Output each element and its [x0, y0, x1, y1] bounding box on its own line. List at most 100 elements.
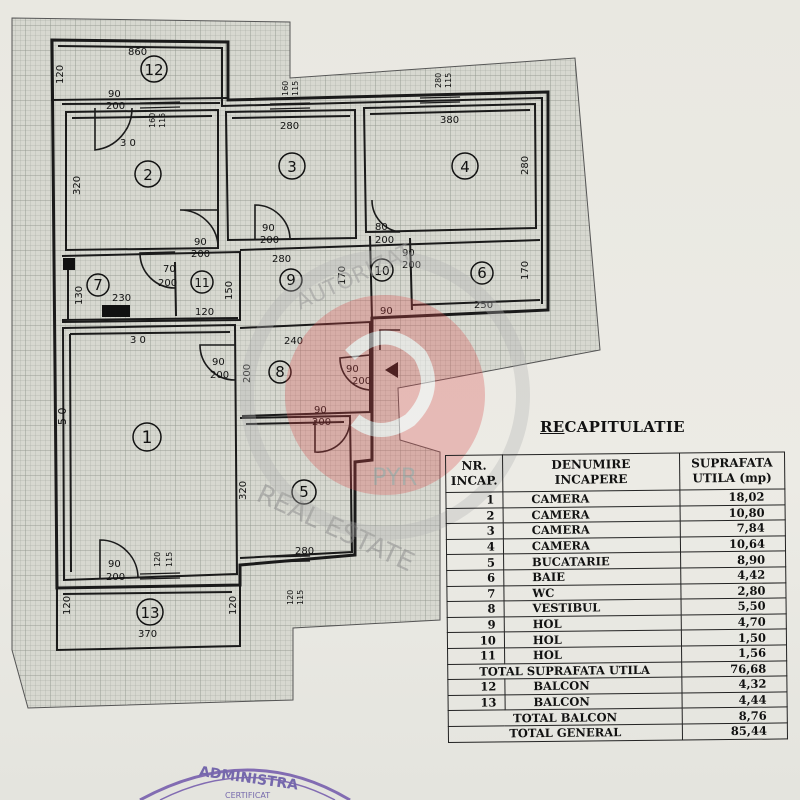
svg-text:3: 3 [287, 158, 297, 176]
svg-text:120: 120 [153, 552, 162, 567]
svg-text:280: 280 [520, 156, 531, 175]
svg-text:200: 200 [191, 249, 210, 260]
svg-text:120: 120 [195, 307, 214, 318]
svg-text:5 0: 5 0 [56, 408, 69, 426]
svg-text:120: 120 [62, 596, 73, 615]
svg-text:115: 115 [158, 113, 167, 128]
svg-text:280: 280 [280, 121, 299, 132]
svg-text:130: 130 [74, 286, 85, 305]
svg-text:2: 2 [143, 166, 153, 184]
svg-text:3 0: 3 0 [130, 335, 146, 346]
svg-text:CERTIFICAT: CERTIFICAT [225, 791, 270, 800]
svg-text:380: 380 [440, 115, 459, 126]
recap-title: RECAPITULATIE [540, 418, 685, 436]
svg-text:90: 90 [194, 237, 207, 248]
room-number-marker: 6 [470, 261, 494, 285]
svg-text:90: 90 [314, 405, 327, 416]
svg-text:230: 230 [112, 293, 131, 304]
svg-text:280: 280 [272, 254, 291, 265]
svg-text:200: 200 [242, 364, 253, 383]
svg-text:160: 160 [148, 113, 157, 128]
svg-text:12: 12 [144, 61, 163, 79]
svg-text:9: 9 [286, 271, 296, 289]
svg-text:860: 860 [128, 47, 147, 58]
svg-text:240: 240 [284, 336, 303, 347]
svg-text:70: 70 [163, 264, 176, 275]
walls [50, 38, 550, 652]
svg-text:3 0: 3 0 [120, 138, 136, 149]
svg-text:200: 200 [210, 370, 229, 381]
fixtures [63, 258, 398, 378]
room-number-marker: 1 [132, 422, 162, 452]
svg-text:170: 170 [337, 266, 348, 285]
svg-text:120: 120 [55, 65, 66, 84]
watermark-logo: AUTORIZAT REAL ESTATE PYR [240, 239, 530, 578]
svg-text:90: 90 [108, 89, 121, 100]
header-nr: NR.INCAP. [445, 454, 503, 493]
svg-text:90: 90 [380, 306, 393, 317]
svg-text:10: 10 [374, 264, 389, 278]
svg-text:4: 4 [460, 158, 470, 176]
room-number-marker: 3 [278, 152, 306, 180]
room-number-marker: 13 [136, 598, 164, 626]
svg-text:7: 7 [93, 276, 103, 294]
svg-text:115: 115 [296, 590, 305, 605]
svg-text:200: 200 [106, 101, 125, 112]
svg-text:8: 8 [275, 363, 285, 381]
room-number-marker: 4 [451, 152, 479, 180]
dimension-labels: 860 120 90 200 160 115 160 115 280 115 3… [55, 47, 531, 640]
windows [139, 96, 461, 580]
svg-text:200: 200 [106, 572, 125, 583]
svg-text:PYR: PYR [372, 463, 417, 491]
svg-text:1: 1 [142, 428, 153, 448]
svg-text:280: 280 [295, 546, 314, 557]
svg-text:5: 5 [299, 483, 309, 501]
official-stamp: ADMINISTRA CERTIFICAT [139, 764, 351, 800]
svg-text:90: 90 [346, 364, 359, 375]
svg-text:120: 120 [228, 596, 239, 615]
svg-text:6: 6 [477, 264, 487, 282]
svg-text:90: 90 [108, 559, 121, 570]
svg-text:160: 160 [281, 81, 290, 96]
svg-text:115: 115 [165, 552, 174, 567]
room-number-marker: 12 [140, 55, 168, 83]
room-number-marker: 7 [86, 273, 110, 297]
recap-title-rest: CAPITULATIE [564, 418, 685, 436]
grid-paper [11, 17, 601, 709]
svg-text:90: 90 [262, 223, 275, 234]
svg-text:115: 115 [444, 73, 453, 88]
svg-text:250: 250 [474, 300, 493, 311]
svg-text:80: 80 [375, 222, 388, 233]
svg-text:320: 320 [238, 481, 249, 500]
svg-text:ADMINISTRA: ADMINISTRA [198, 764, 299, 794]
svg-text:200: 200 [158, 278, 177, 289]
recap-title-underlined: RE [540, 418, 565, 436]
svg-text:120: 120 [286, 590, 295, 605]
svg-text:13: 13 [140, 604, 159, 622]
svg-text:170: 170 [520, 261, 531, 280]
svg-text:320: 320 [72, 176, 83, 195]
svg-text:11: 11 [194, 276, 209, 290]
svg-text:200: 200 [312, 417, 331, 428]
door-swings [94, 107, 401, 579]
svg-text:115: 115 [291, 81, 300, 96]
svg-text:200: 200 [402, 260, 421, 271]
svg-text:370: 370 [138, 629, 157, 640]
svg-text:90: 90 [212, 357, 225, 368]
room-numbers: 12 2 3 4 7 11 9 10 6 8 1 5 13 [86, 55, 494, 626]
svg-text:200: 200 [260, 235, 279, 246]
svg-text:90: 90 [402, 248, 415, 259]
room-number-marker: 2 [134, 160, 162, 188]
svg-text:200: 200 [375, 235, 394, 246]
svg-text:200: 200 [352, 376, 371, 387]
room-number-marker: 8 [268, 360, 292, 384]
room-number-marker: 5 [291, 479, 317, 505]
svg-text:280: 280 [434, 73, 443, 88]
room-number-marker: 11 [190, 270, 214, 294]
